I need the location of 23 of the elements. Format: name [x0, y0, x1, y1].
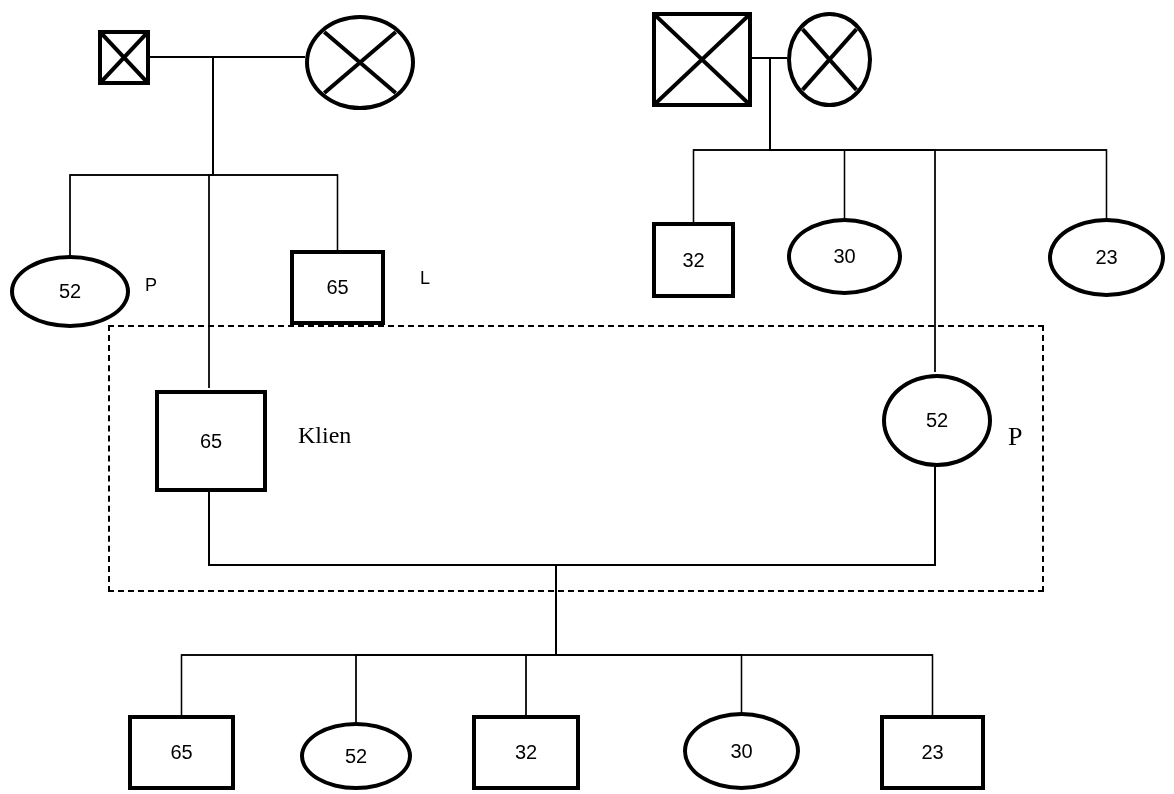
member-note: Klien: [298, 422, 352, 449]
member-note: L: [420, 268, 430, 289]
age-number: 65: [326, 276, 349, 299]
age-number: 23: [921, 741, 944, 764]
age-number: 30: [833, 245, 856, 268]
age-number: 32: [682, 248, 705, 272]
age-number: 52: [58, 280, 82, 303]
age-number: 65: [170, 741, 193, 764]
age-number: 32: [514, 741, 538, 764]
male-square: [472, 715, 580, 790]
male-square: [290, 250, 385, 325]
male-square: [652, 222, 735, 298]
age-number: 52: [344, 744, 368, 768]
age-number: 65: [199, 429, 223, 453]
dashed-household-frame: [108, 325, 1044, 592]
age-number: 23: [1095, 246, 1118, 269]
member-note: P: [1008, 422, 1023, 452]
age-number: 30: [730, 739, 753, 763]
member-note: P: [145, 275, 157, 296]
male-square: [155, 390, 267, 492]
male-square: [880, 715, 985, 790]
age-number: 52: [925, 409, 949, 432]
male-square: [128, 715, 235, 790]
